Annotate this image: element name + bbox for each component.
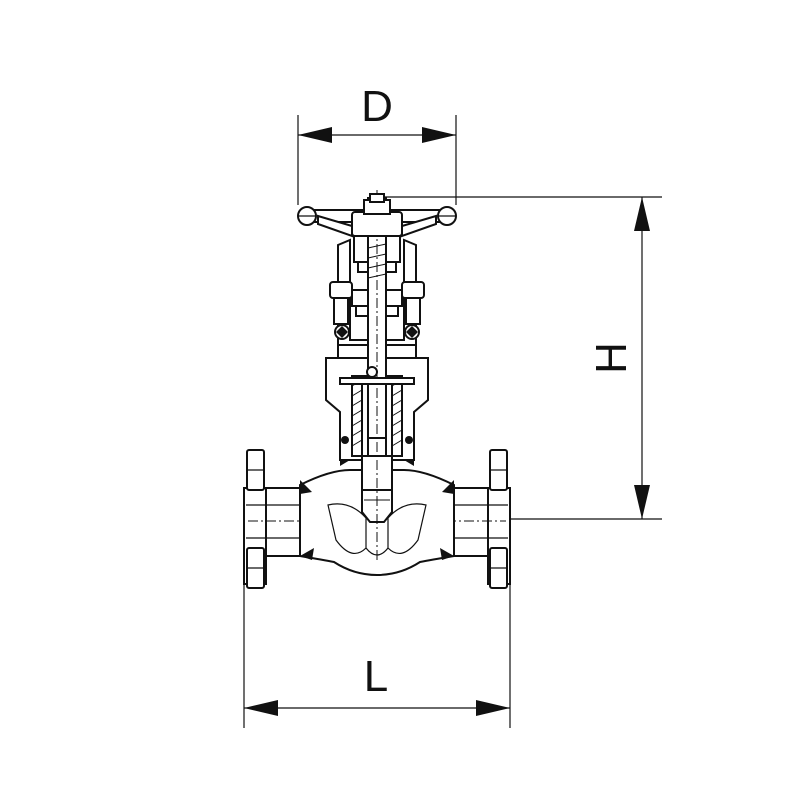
- dimension-d: D: [297, 82, 457, 205]
- dimension-h: H: [372, 196, 662, 520]
- handwheel: [297, 193, 457, 238]
- valve-body: [243, 449, 511, 589]
- dimension-l: L: [243, 585, 511, 728]
- valve-stem: [339, 190, 415, 560]
- dimension-d-label: D: [361, 82, 393, 131]
- dimension-h-label: H: [587, 342, 636, 374]
- dimension-l-label: L: [364, 652, 388, 701]
